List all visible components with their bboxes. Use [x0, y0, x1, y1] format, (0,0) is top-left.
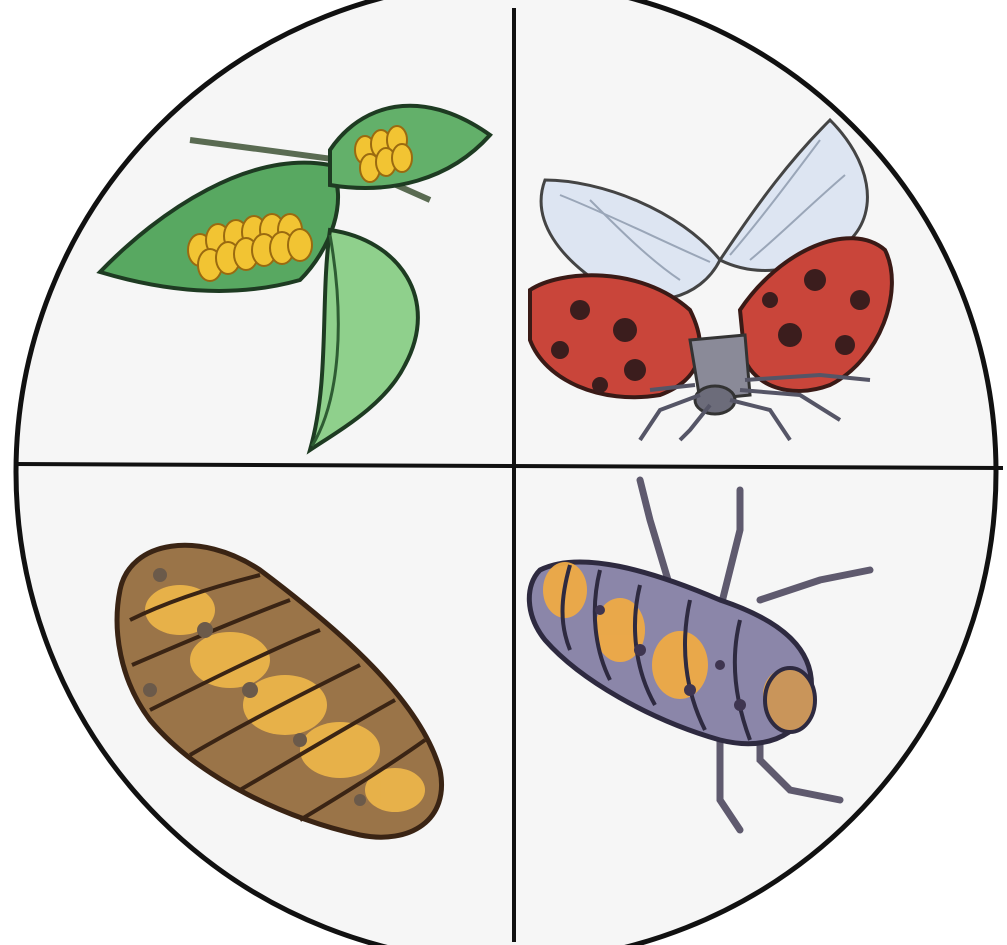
life-cycle-wheel	[14, 0, 1003, 945]
